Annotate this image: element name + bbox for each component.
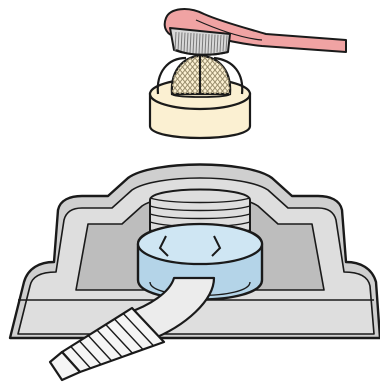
mesh-line <box>100 52 140 100</box>
mesh-filter-screen-icon <box>100 52 270 138</box>
mesh-line <box>105 52 145 100</box>
mesh-line <box>110 52 150 100</box>
mesh-line <box>100 52 140 100</box>
mesh-line <box>115 52 155 100</box>
mesh-line <box>115 52 155 100</box>
cleaning-brush-icon <box>165 9 346 55</box>
connector-ring-top <box>138 224 262 264</box>
mesh-line <box>110 52 150 100</box>
mesh-line <box>105 52 145 100</box>
